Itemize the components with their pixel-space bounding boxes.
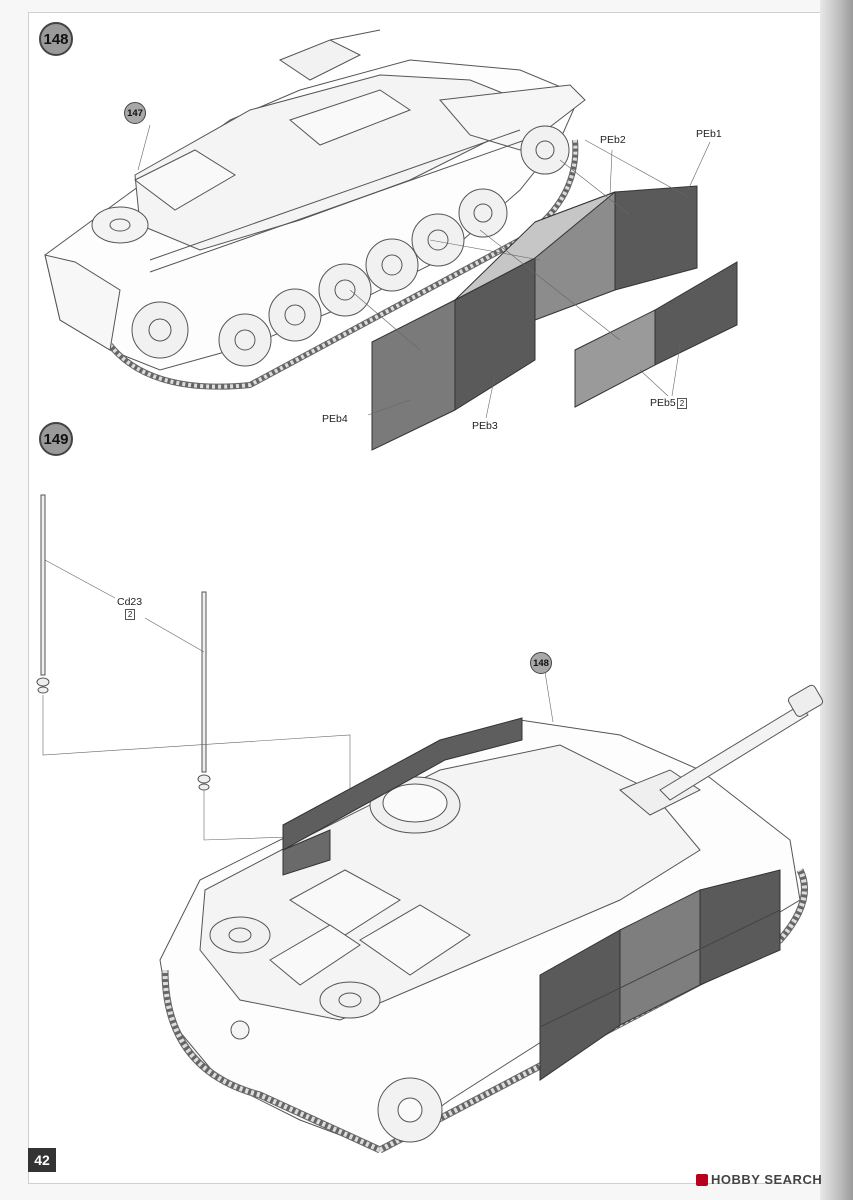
step-149-hull-drawing (159, 684, 824, 1154)
part-label-PEb2: PEb2 (600, 134, 626, 146)
binding-fold-shadow (820, 0, 853, 1200)
watermark: HOBBY SEARCH (696, 1172, 822, 1187)
quantity-box: 2 (124, 608, 136, 620)
front-skirt-3 (699, 869, 781, 986)
step-148-leader-lines (137, 124, 711, 419)
quantity-box: 2 (676, 397, 688, 409)
page-number: 42 (28, 1148, 56, 1172)
step-148-badge: 148 (39, 22, 73, 56)
hobby-search-logo-icon (696, 1173, 708, 1186)
rear-skirt-lower (282, 829, 331, 876)
step-148-skirt-panels (371, 185, 738, 451)
step-149-skirt-panels (282, 717, 781, 1081)
panel-PEb1 (614, 185, 698, 291)
part-label-Cd23: Cd23 2 (117, 596, 143, 620)
watermark-text: HOBBY SEARCH (711, 1172, 823, 1187)
part-label-PEb4: PEb4 (322, 413, 348, 425)
panel-PEb4 (371, 299, 456, 451)
part-label-PEb3: PEb3 (472, 420, 498, 432)
reference-badge-148: 148 (530, 652, 552, 674)
panel-PEb3 (454, 257, 536, 411)
reference-badge-147: 147 (124, 102, 146, 124)
panel-PEb5-rear (654, 261, 738, 366)
step-149-antennas (36, 494, 211, 791)
step-149-badge: 149 (39, 422, 73, 456)
step-148-hull-drawing (44, 29, 586, 390)
panel-PEb5-front (574, 309, 656, 408)
part-label-PEb1: PEb1 (696, 128, 722, 140)
